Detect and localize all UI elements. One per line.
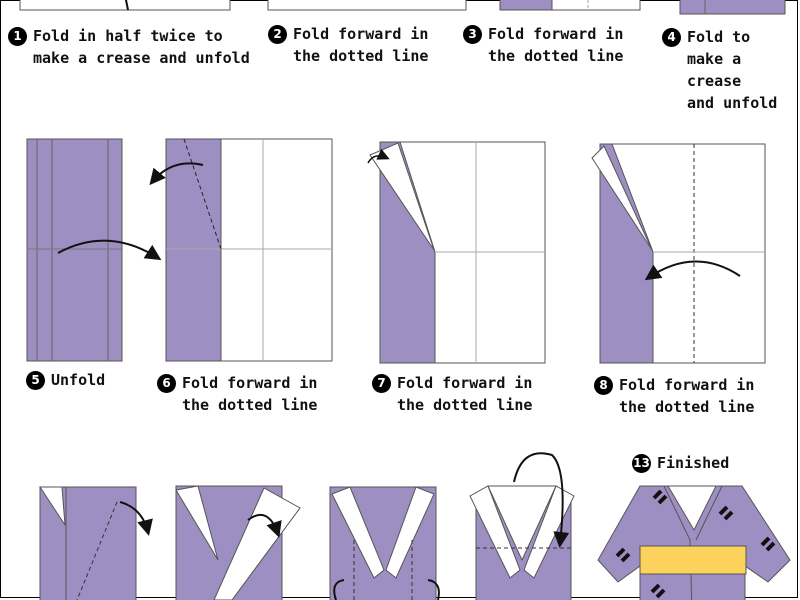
step-6-caption: 6 Fold forward in the dotted line [157,372,317,416]
figure-finished [597,485,791,600]
figure-step-1 [19,0,231,11]
step-3-line-1: Fold forward in [488,25,624,43]
figure-step-3 [499,0,641,11]
step-2-caption: 2 Fold forward in the dotted line [268,23,428,67]
step-5-number: 5 [26,371,45,390]
step-1-caption: 1 Fold in half twice to make a crease and … [8,25,250,69]
step-8-line-1: Fold forward in [619,376,755,394]
step-7-number: 7 [372,374,391,393]
figure-step-5 [26,138,162,362]
figure-step-7 [367,141,546,364]
step-4-caption: 4 Fold to make a crease and unfold [662,26,777,114]
step-6-line-2: the dotted line [182,396,318,414]
step-7-line-1: Fold forward in [397,374,533,392]
figure-step-2 [267,0,467,11]
step-1-line-1: Fold in half twice to [33,27,223,45]
step-13-line-1: Finished [657,454,730,472]
step-6-line-1: Fold forward in [182,374,318,392]
step-3-line-2: the dotted line [488,47,624,65]
step-8-number: 8 [594,376,613,395]
step-5-line-1: Unfold [51,371,106,389]
step-7-line-2: the dotted line [397,396,533,414]
step-8-caption: 8 Fold forward in the dotted line [594,374,754,418]
figure-step-12 [469,452,575,600]
figure-step-4 [679,0,786,15]
step-4-line-4: and unfold [687,94,778,112]
step-13-number: 13 [632,454,651,473]
step-8-line-2: the dotted line [619,398,755,416]
figure-step-11 [329,486,440,600]
step-3-caption: 3 Fold forward in the dotted line [463,23,623,67]
step-4-line-1: Fold to [687,28,751,46]
step-1-number: 1 [8,27,27,46]
figure-step-8 [591,143,766,364]
figure-step-6 [149,138,333,362]
step-4-line-2: make a [687,50,742,68]
step-4-line-3: crease [687,72,742,90]
step-2-line-2: the dotted line [293,47,429,65]
step-2-number: 2 [268,25,287,44]
figure-step-9 [39,486,153,600]
step-6-number: 6 [157,374,176,393]
step-1-line-2: make a crease and unfold [33,49,250,67]
step-2-line-1: Fold forward in [293,25,429,43]
step-4-number: 4 [662,28,681,47]
step-7-caption: 7 Fold forward in the dotted line [372,372,532,416]
step-5-caption: 5 Unfold [26,369,105,391]
step-3-number: 3 [463,25,482,44]
figure-step-10 [175,485,301,600]
step-13-caption: 13 Finished [632,452,729,474]
